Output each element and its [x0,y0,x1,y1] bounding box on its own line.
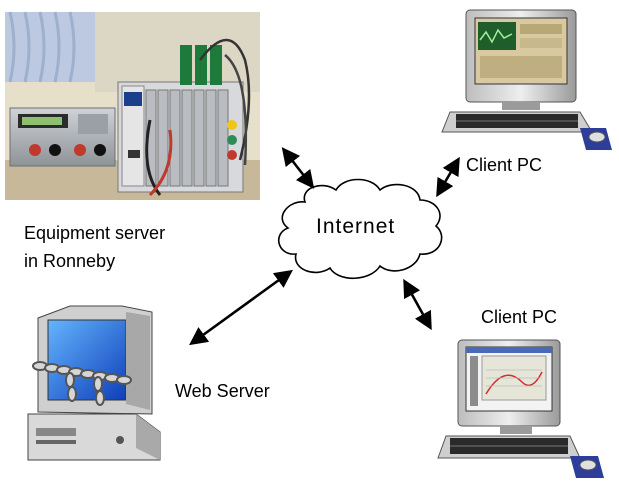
client-pc-1-label: Client PC [466,155,543,175]
equipment-server-label-line1: Equipment server [24,223,166,243]
connection-arrows [189,147,460,346]
arrow-equipment-internet [281,147,315,189]
client-pc-2-label: Client PC [481,307,558,327]
web-server-icon [27,305,161,461]
arrow-webserver-internet [189,269,293,346]
equipment-server-label-line2: in Ronneby [24,251,116,271]
internet-label: Internet [316,215,396,238]
client-pc-2-icon [437,339,604,478]
arrow-client2-internet [403,278,432,331]
web-server-label: Web Server [175,381,270,401]
client-pc-1-icon [441,9,612,150]
cloud-icon [277,178,443,279]
arrow-client1-internet [436,156,460,198]
equipment-photo [5,11,260,200]
